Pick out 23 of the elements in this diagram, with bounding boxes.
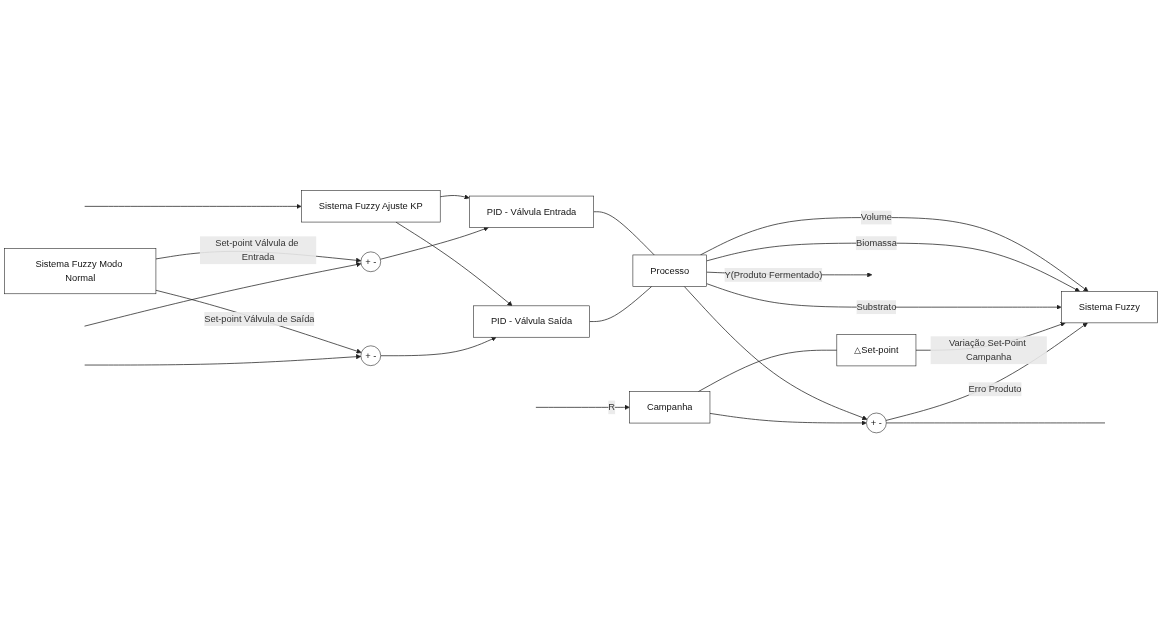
node-box: PID - Válvula Entrada — [469, 195, 594, 228]
node-box: △Set-point — [836, 333, 917, 366]
edge-label: Variação Set-Point Campanha — [948, 337, 1026, 362]
edge-label: R — [608, 401, 615, 412]
node-box: Processo — [632, 254, 707, 287]
node-box: Sistema Fuzzy — [1061, 290, 1158, 323]
connector — [593, 211, 655, 256]
node-circle: + - — [866, 412, 887, 433]
connector — [697, 349, 838, 392]
connector — [589, 285, 653, 322]
node-box: Sistema Fuzzy Ajuste KP — [301, 190, 441, 223]
edge-label: Set-point Válvula de Saída — [204, 313, 315, 324]
edge-label: Biomassa — [855, 237, 897, 248]
edge-label: Set-point Válvula de Entrada — [215, 237, 299, 262]
edge-label: Y(Produto Fermentado) — [724, 269, 823, 280]
edge-label: Volume — [860, 212, 892, 222]
edge-label: Erro Produto — [968, 383, 1022, 394]
edge-label: Substrato — [856, 301, 897, 312]
node-circle: + - — [360, 345, 381, 366]
node-box: Campanha — [629, 391, 711, 424]
node-box: PID - Válvula Saída — [473, 305, 590, 338]
node-circle: + - — [360, 251, 381, 272]
node-box: Sistema Fuzzy Modo Normal — [4, 247, 157, 294]
